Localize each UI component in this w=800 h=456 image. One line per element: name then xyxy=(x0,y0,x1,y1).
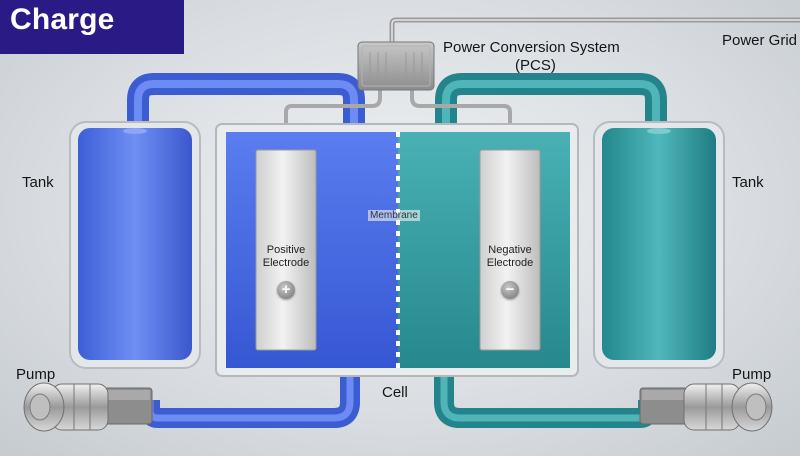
power-grid-label: Power Grid xyxy=(722,32,798,49)
minus-icon: − xyxy=(501,281,519,299)
cell-label: Cell xyxy=(382,384,408,401)
pump-right-label: Pump xyxy=(732,366,772,383)
positive-electrode-label-line2: Electrode xyxy=(262,257,310,269)
negative-electrode-label-line1: Negative xyxy=(488,244,532,256)
pcs-label-line1: Power Conversion System xyxy=(443,39,620,56)
plus-icon: + xyxy=(277,281,295,299)
mode-title: Charge xyxy=(0,0,184,54)
positive-loop-pipe-bottom xyxy=(140,376,360,428)
pcs-unit xyxy=(357,41,435,91)
negative-loop-pipe-bottom xyxy=(434,376,658,428)
negative-electrode xyxy=(479,149,541,351)
tank-right-label: Tank xyxy=(732,174,764,191)
membrane-label: Membrane xyxy=(368,210,420,221)
left-pump-icon xyxy=(23,382,153,432)
right-pump-icon xyxy=(639,382,773,432)
tank-left-label: Tank xyxy=(22,174,54,191)
positive-electrode-wire xyxy=(284,86,382,152)
positive-electrode-label-line1: Positive xyxy=(266,244,306,256)
negative-electrode-label-line2: Electrode xyxy=(486,257,534,269)
negative-electrode-wire xyxy=(410,86,512,152)
pcs-label-line2: (PCS) xyxy=(515,57,556,74)
left-tank xyxy=(69,121,201,369)
positive-electrode xyxy=(255,149,317,351)
right-tank xyxy=(593,121,725,369)
pump-left-label: Pump xyxy=(16,366,56,383)
